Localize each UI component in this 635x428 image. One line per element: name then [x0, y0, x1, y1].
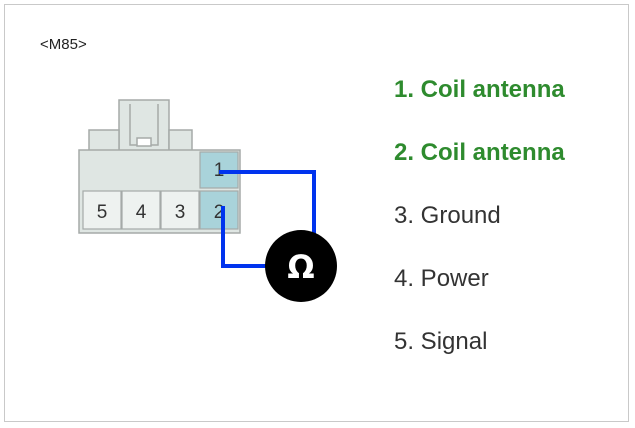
connector-left-boss: [88, 129, 120, 153]
pin-number-3: 3: [175, 202, 186, 223]
pin-function-5: 5. Signal: [394, 328, 488, 355]
test-lead-pin-2: [221, 206, 268, 268]
test-lead-pin-1: [219, 170, 316, 246]
pin-function-3: 3. Ground: [394, 202, 501, 229]
connector-right-boss: [168, 129, 193, 153]
pin-cell-3: [160, 190, 200, 230]
pin-function-4: 4. Power: [394, 265, 489, 292]
pin-function-1: 1. Coil antenna: [394, 76, 565, 103]
pin-function-list: 1. Coil antenna 2. Coil antenna 3. Groun…: [394, 70, 565, 385]
ohmmeter-icon: [265, 230, 337, 302]
pin-number-4: 4: [136, 202, 147, 223]
pin-cell-4: [121, 190, 161, 230]
pin-number-2: 2: [214, 202, 225, 223]
connector-id-label: <M85>: [40, 36, 87, 53]
connector-latch: [129, 104, 159, 147]
pin-function-2: 2. Coil antenna: [394, 139, 565, 166]
pin-cell-5: [82, 190, 122, 230]
pin-cells: [82, 151, 239, 230]
ohm-symbol: Ω: [287, 248, 314, 286]
pin-number-5: 5: [97, 202, 108, 223]
pin-cell-2: [199, 190, 239, 230]
